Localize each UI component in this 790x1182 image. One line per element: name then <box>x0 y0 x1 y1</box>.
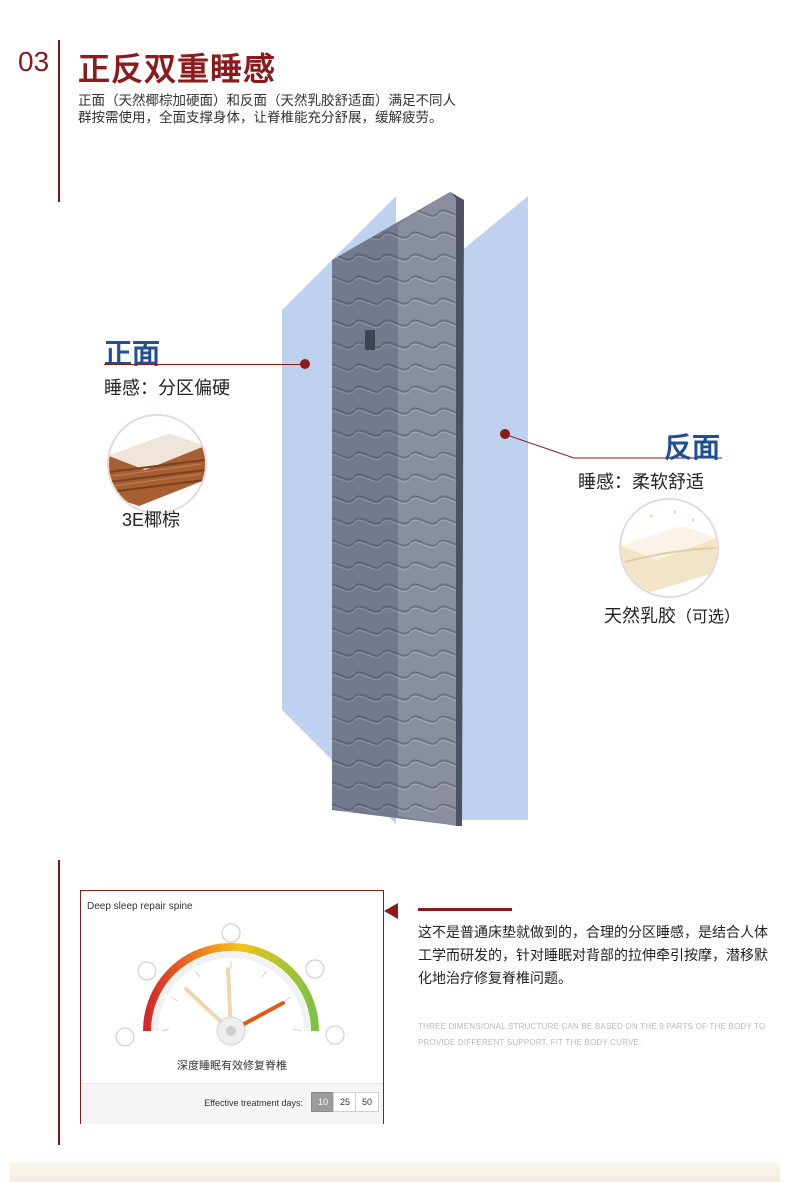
section-description: 正面（天然椰棕加硬面）和反面（天然乳胶舒适面）满足不同人群按需使用，全面支撑身体… <box>78 93 456 125</box>
back-material-label: 天然乳胶（可选） <box>604 602 740 628</box>
note-text: 这不是普通床垫就做到的，合理的分区睡感，是结合人体工学而研发的，针对睡眠对背部的… <box>418 924 768 986</box>
days-option-25[interactable]: 25 <box>333 1092 357 1112</box>
back-callout-line <box>504 433 722 459</box>
gauge-heading: Deep sleep repair spine <box>87 901 193 912</box>
days-option-10[interactable]: 10 <box>311 1092 335 1112</box>
bottom-band <box>10 1162 780 1182</box>
gauge-dial <box>115 923 345 1047</box>
section-number: 03 <box>18 46 50 77</box>
days-option-50[interactable]: 50 <box>355 1092 379 1112</box>
latex-swatch-image <box>619 498 719 598</box>
days-label: Effective treatment days: <box>204 1098 303 1108</box>
divider-line <box>58 40 60 202</box>
gauge-footer: Effective treatment days: 10 25 50 <box>81 1083 383 1124</box>
back-material-name: 天然乳胶 <box>604 606 676 626</box>
front-feel: 睡感：分区偏硬 <box>104 378 230 398</box>
back-feel: 睡感：柔软舒适 <box>578 472 704 492</box>
front-material-label: 3E椰棕 <box>122 510 181 530</box>
note-accent-bar <box>418 908 512 911</box>
front-title: 正面 <box>104 338 161 369</box>
note-english: THREE DIMENSIONAL STRUCTURE CAN BE BASED… <box>418 1022 766 1047</box>
front-callout-dot <box>300 359 310 369</box>
section-title: 正反双重睡感 <box>78 51 277 87</box>
coir-swatch-image <box>107 414 207 514</box>
front-callout-line <box>104 364 302 365</box>
brand-label <box>365 330 375 350</box>
divider-line-lower <box>58 860 60 1145</box>
sleep-gauge-panel: Deep sleep repair spine <box>80 890 384 1124</box>
mattress-illustration <box>282 192 528 826</box>
note-pointer <box>384 903 398 919</box>
back-panel-highlight <box>460 196 528 820</box>
gauge-caption: 深度睡眠有效修复脊椎 <box>177 1060 287 1072</box>
back-material-note: （可选） <box>676 609 741 626</box>
back-title: 反面 <box>664 432 721 463</box>
